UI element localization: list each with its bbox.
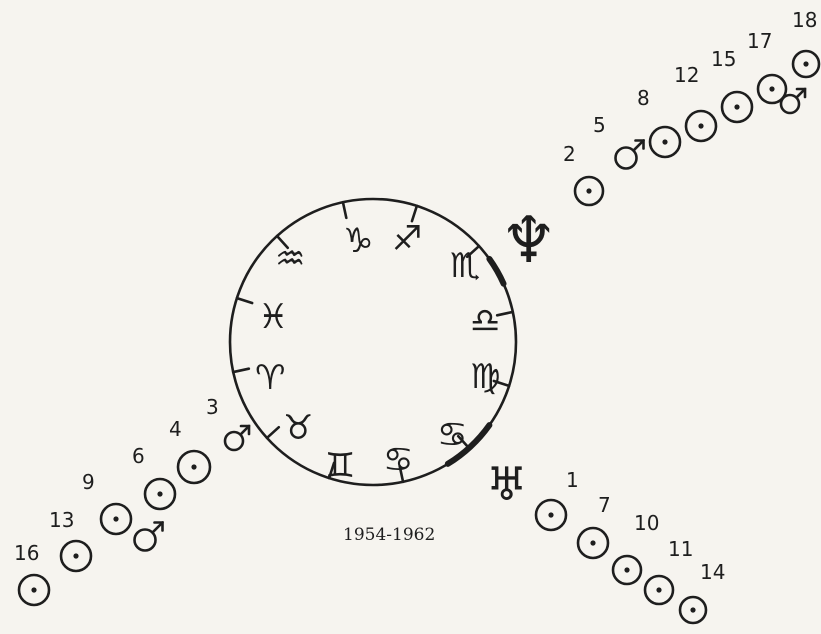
chain-number-label: 5 [593,113,606,137]
chain-number-label: 4 [169,417,182,441]
sign-scorpio: ♏ [450,246,480,286]
sun-dot [191,464,196,469]
sun-symbol [145,479,175,509]
sign-pisces: ♓ [258,297,288,337]
sun-symbol [793,51,819,77]
sun-symbol [645,576,673,604]
chain-number-label: 13 [49,508,74,532]
chain-number-label: 10 [634,511,659,535]
wheel-tick [233,369,249,372]
uranus-symbol: ♅ [486,457,527,511]
sun-symbol [19,575,49,605]
sun-dot [586,188,591,193]
chain-number-label: 15 [711,47,736,71]
chain-number-label: 16 [14,541,39,565]
lower-left-chain: 346 9 13 16 [14,395,249,605]
sun-symbol [578,528,608,558]
chain-number-label: 14 [700,560,725,584]
neptune-chain: 25 8 12 15 17 18 [563,8,819,205]
mars-arrow [634,141,644,151]
sun-dot [662,139,667,144]
chain-number-label: 11 [668,537,693,561]
wheel-tick [237,298,252,303]
sun-symbol [613,556,641,584]
sun-dot [548,512,553,517]
sign-capricorn: ♑ [343,221,373,261]
sign-libra: ♎ [470,301,500,341]
sun-dot [624,567,629,572]
wheel-tick [343,202,346,218]
sun-dot [803,61,808,66]
sun-dot [31,587,36,592]
sign-cancer: ♋ [383,440,413,480]
chain-number-label: 8 [637,86,650,110]
sun-dot [656,587,661,592]
sun-symbol [722,92,752,122]
sign-cancer-right: ♋ [437,415,467,455]
sun-dot [590,540,595,545]
mars-symbol [616,141,644,169]
sign-taurus: ♉ [283,408,313,448]
chain-number-label: 17 [747,29,772,53]
sun-dot [769,86,774,91]
sun-symbol [650,127,680,157]
zodiac-wheel: ♑ ♐ ♏ ♎ ♍ ♋ ♋ ♊ ♉ ♈ ♓ ♒ [230,199,516,486]
chain-number-label: 6 [132,444,145,468]
sign-aquarius: ♒ [275,239,305,279]
chain-number-label: 1 [566,468,579,492]
sun-symbol [536,500,566,530]
sun-dot [734,104,739,109]
chain-number-label: 3 [206,395,219,419]
neptune-symbol: ♆ [500,204,557,278]
sun-dot [113,516,118,521]
wheel-tick [267,427,279,438]
sign-gemini: ♊ [325,446,355,486]
mars-arrow [153,523,163,533]
chain-number-label: 18 [792,8,817,32]
sun-dot [157,491,162,496]
sun-symbol [575,177,603,205]
caption: 1954-1962 [343,525,435,545]
mars-symbol [225,426,249,450]
chain-number-label: 12 [674,63,699,87]
sun-dot [698,123,703,128]
sun-symbol [686,111,716,141]
chain-number-label: 7 [598,493,611,517]
chain-number-label: 2 [563,142,576,166]
sign-virgo: ♍ [470,357,500,397]
sign-sagittarius: ♐ [392,219,422,259]
sun-dot [690,607,695,612]
sun-symbol [101,504,131,534]
mars-symbol [135,523,163,551]
sun-dot [73,553,78,558]
sun-symbol [61,541,91,571]
sign-aries: ♈ [255,358,285,398]
uranus-chain: 17 10 11 14 [536,468,725,623]
chain-number-label: 9 [82,470,95,494]
sun-symbol [680,597,706,623]
sun-symbol [178,451,210,483]
